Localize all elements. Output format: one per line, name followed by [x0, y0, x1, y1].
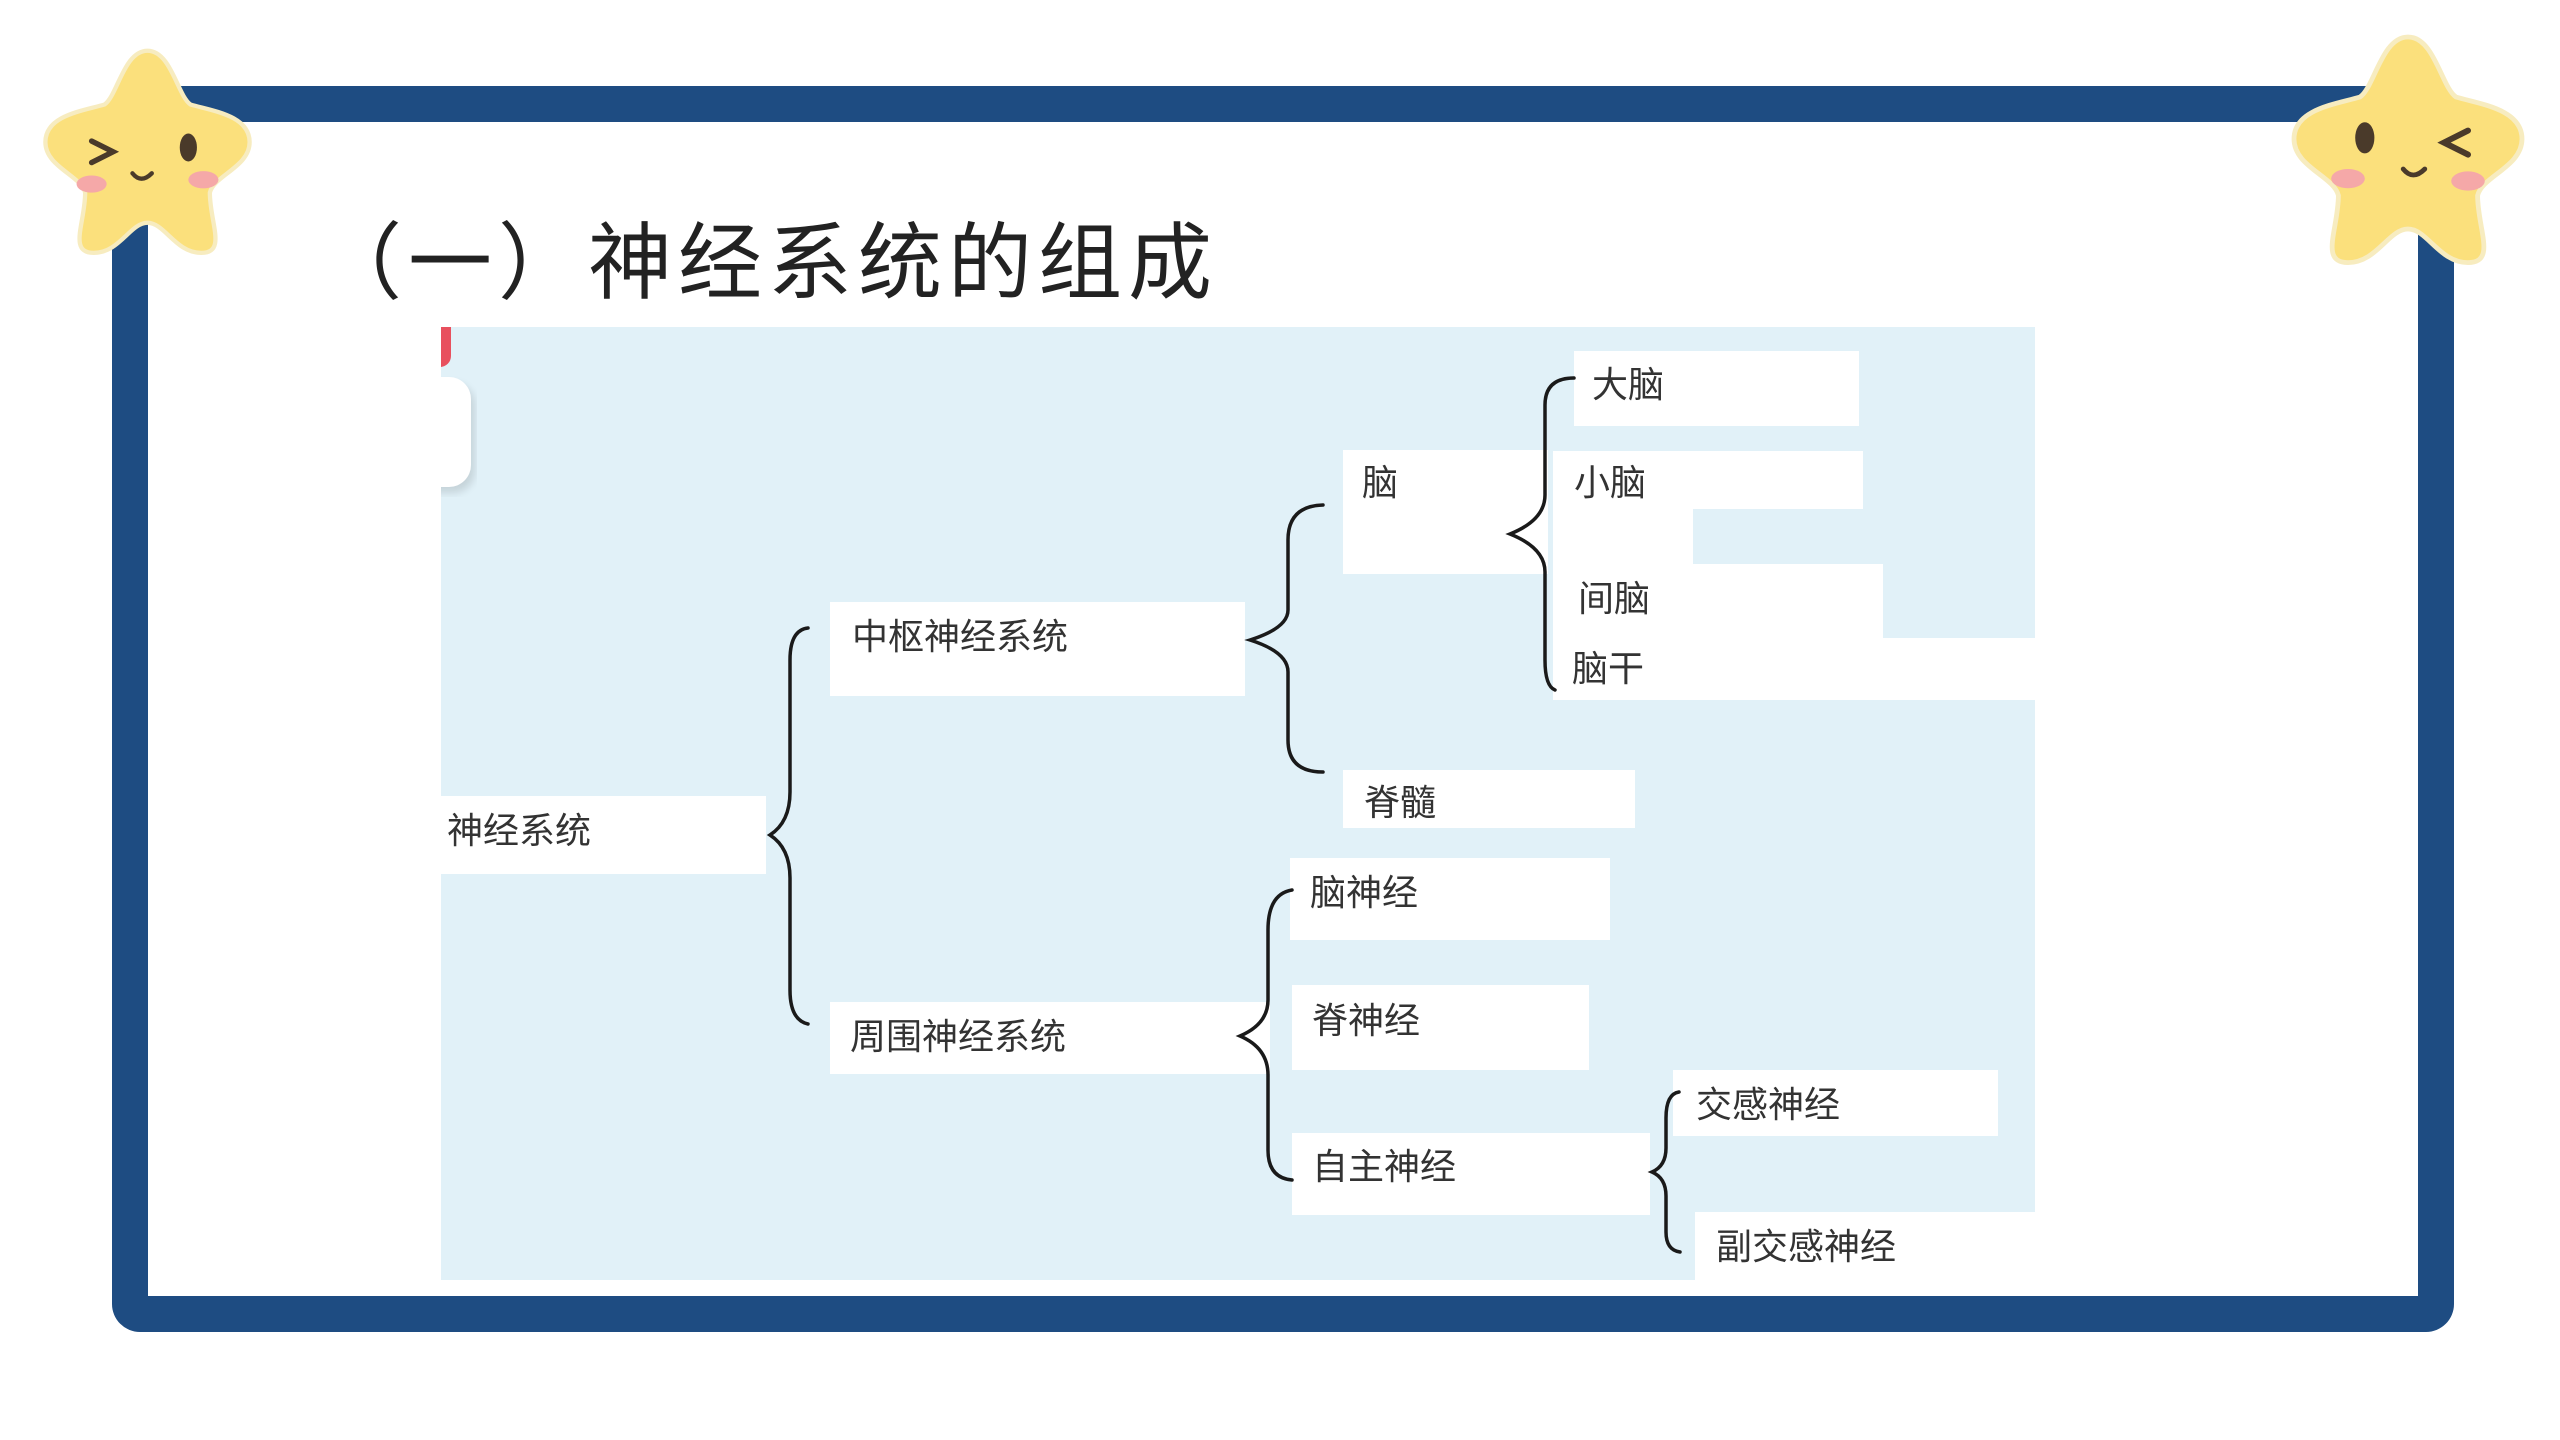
cerebrum-node-label: 大脑 [1592, 368, 1664, 404]
spinal-cord-node-label: 脊髓 [1364, 786, 1436, 822]
brainstem-node-label: 脑干 [1572, 652, 1644, 688]
diencephalon-node-label: 间脑 [1578, 582, 1650, 618]
cerebellum-node-label: 小脑 [1574, 466, 1646, 502]
star-face-right-icon [2288, 25, 2528, 265]
autonomic-node-label: 自主神经 [1312, 1150, 1456, 1186]
star-face-left-icon [40, 40, 255, 255]
cerebellum-node-box-extra [1553, 509, 1693, 564]
peripheral-node-label: 周围神经系统 [850, 1020, 1066, 1056]
cranial-nerves-node-label: 脑神经 [1310, 876, 1418, 912]
sticker-fragment [441, 327, 477, 497]
slide-title: （一）神经系统的组成 [318, 196, 1218, 317]
brain-node-label: 脑 [1362, 466, 1398, 502]
root-node-label: 神经系统 [447, 814, 591, 850]
parasympathetic-node-label: 副交感神经 [1716, 1230, 1896, 1266]
sympathetic-node-label: 交感神经 [1696, 1088, 1840, 1124]
spinal-nerves-node-label: 脊神经 [1312, 1004, 1420, 1040]
central-node-label: 中枢神经系统 [852, 620, 1068, 656]
